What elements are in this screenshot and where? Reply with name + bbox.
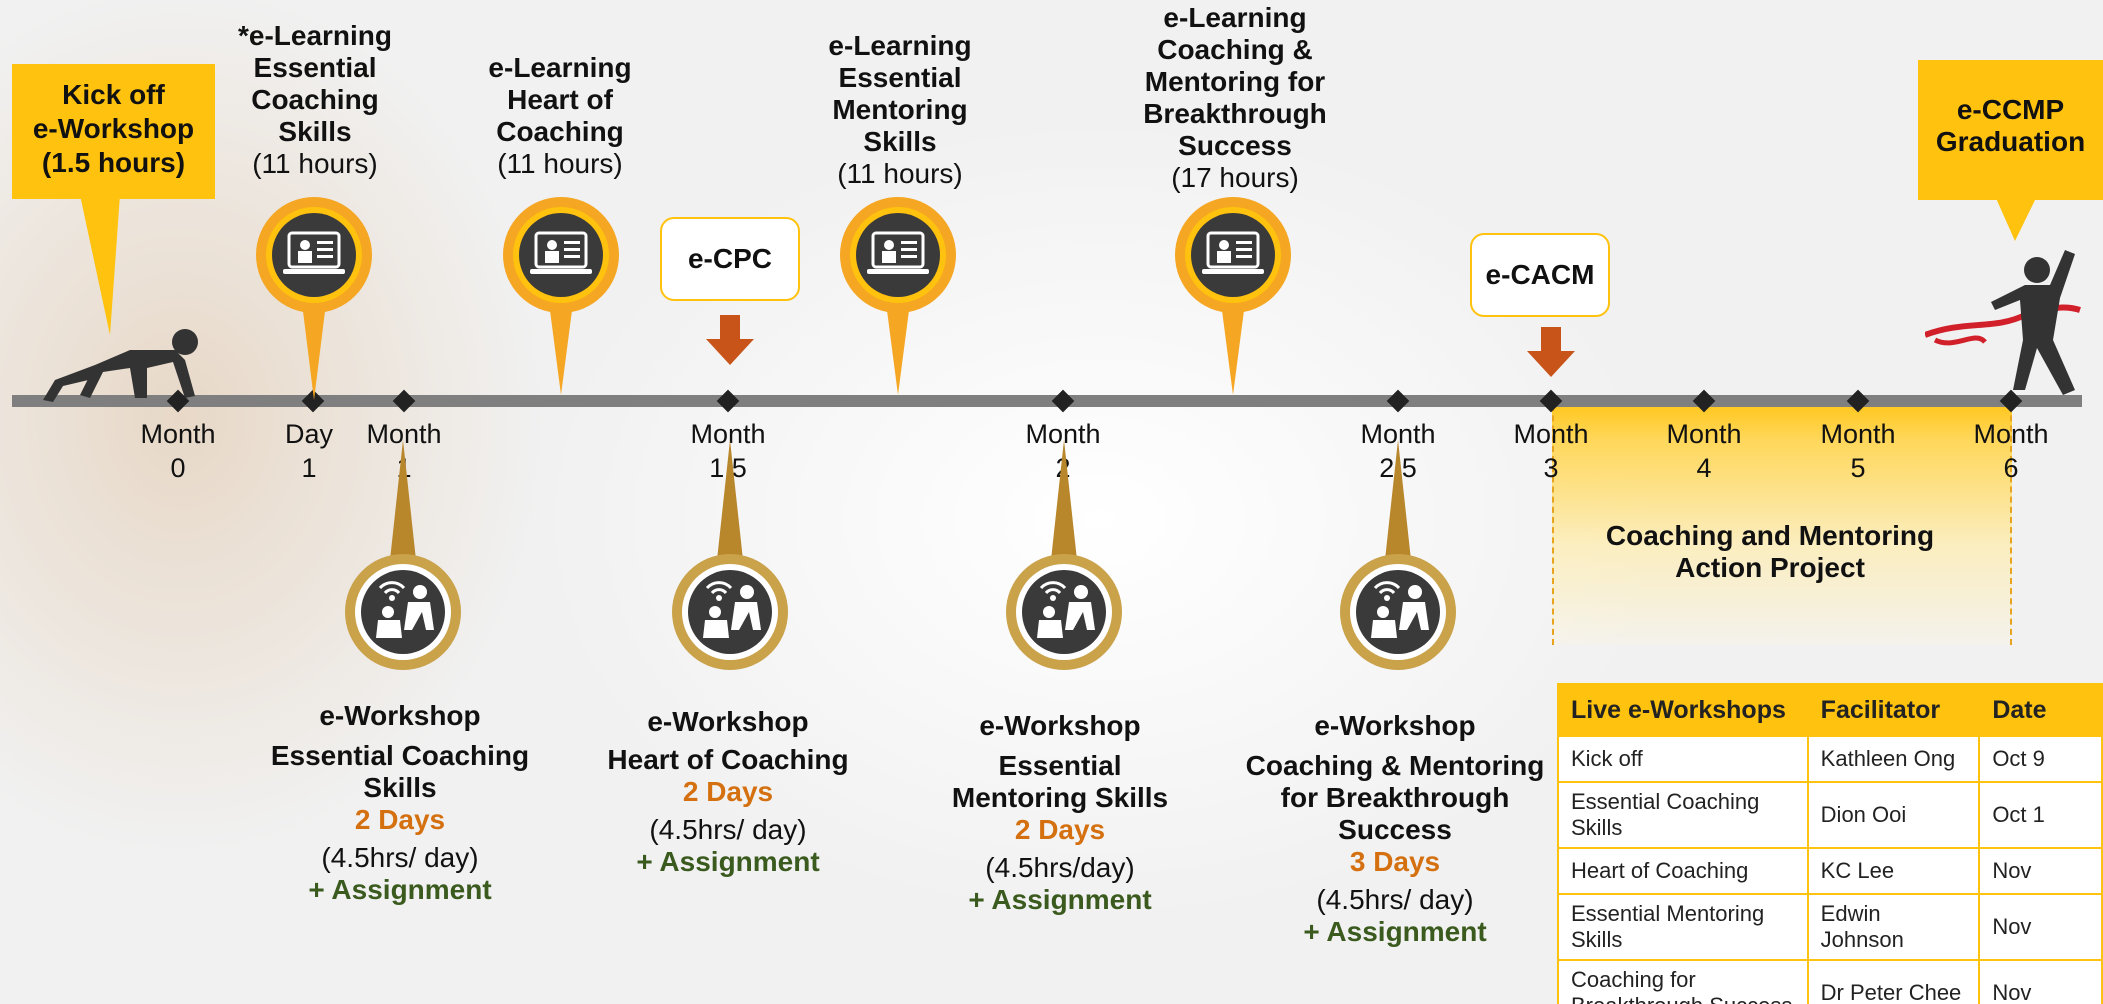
workshop-pin-icon [1006,440,1122,670]
table-row: Essential Mentoring Skills Edwin Johnson… [1557,893,2103,961]
milestone-marker [1051,389,1075,413]
milestone-marker [1386,389,1410,413]
laptop-pin-icon [1175,197,1291,395]
workshop-breakthrough-success: e-Workshop Coaching & Mentoring for Brea… [1245,710,1545,947]
table-cell: Coaching for Breakthrough Success [1557,959,1809,1004]
table-row: Coaching for Breakthrough Success Dr Pet… [1557,959,2103,1004]
schedule-table: Live e-Workshops Facilitator Date Kick o… [1557,683,2103,1004]
assessment-cpc: e-CPC [660,217,800,301]
workshop-pin-icon [345,440,461,670]
table-cell: Heart of Coaching [1557,847,1809,895]
milestone-marker [392,389,416,413]
kickoff-callout-pointer [80,195,120,335]
workshop-pin-icon [672,440,788,670]
assessment-cacm: e-CACM [1470,233,1610,317]
table-row: Essential Coaching Skills Dion Ooi Oct 1 [1557,781,2103,849]
column-header: Facilitator [1806,683,1981,737]
table-row: Heart of Coaching KC Lee Nov [1557,847,2103,895]
laptop-pin-icon [256,197,372,400]
table-row: Kick off Kathleen Ong Oct 9 [1557,735,2103,783]
project-start-dash [1552,395,1554,645]
runner-finish-icon [1925,250,2081,395]
table-cell: Dr Peter Chee [1806,959,1981,1004]
runner-start-icon [43,329,198,402]
laptop-pin-icon [840,197,956,395]
project-end-dash [2010,395,2012,645]
table-cell: Essential Coaching Skills [1557,781,1809,849]
kickoff-callout: Kick off e-Workshop (1.5 hours) [12,64,215,199]
tick-label: Month2 [1025,419,1101,483]
table-cell: Nov [1978,959,2103,1004]
table-cell: Edwin Johnson [1806,893,1981,961]
table-cell: Kathleen Ong [1806,735,1981,783]
workshop-essential-coaching: e-Workshop Essential Coaching Skills 2 D… [270,700,530,905]
table-header-row: Live e-Workshops Facilitator Date [1557,683,2103,737]
graduation-callout: e-CCMP Graduation [1918,60,2103,200]
table-cell: Kick off [1557,735,1809,783]
down-arrow-icon [706,315,754,365]
table-cell: KC Lee [1806,847,1981,895]
graduation-callout-pointer [1995,196,2037,241]
schedule-table-wrap: Live e-Workshops Facilitator Date Kick o… [1557,683,2103,1004]
milestone-marker [716,389,740,413]
table-cell: Oct 1 [1978,781,2103,849]
laptop-pin-icon [503,197,619,395]
down-arrow-icon [1527,327,1575,377]
timeline-bar-overlay [1552,395,2082,407]
action-project-band [1552,395,2012,645]
column-header: Live e-Workshops [1557,683,1809,737]
table-cell: Dion Ooi [1806,781,1981,849]
workshop-heart-of-coaching: e-Workshop Heart of Coaching 2 Days (4.5… [607,706,849,877]
table-cell: Essential Mentoring Skills [1557,893,1809,961]
table-cell: Nov [1978,893,2103,961]
table-cell: Nov [1978,847,2103,895]
table-cell: Oct 9 [1978,735,2103,783]
column-header: Date [1978,683,2103,737]
workshop-pin-icon [1340,440,1456,670]
workshop-essential-mentoring: e-Workshop Essential Mentoring Skills 2 … [951,710,1169,915]
